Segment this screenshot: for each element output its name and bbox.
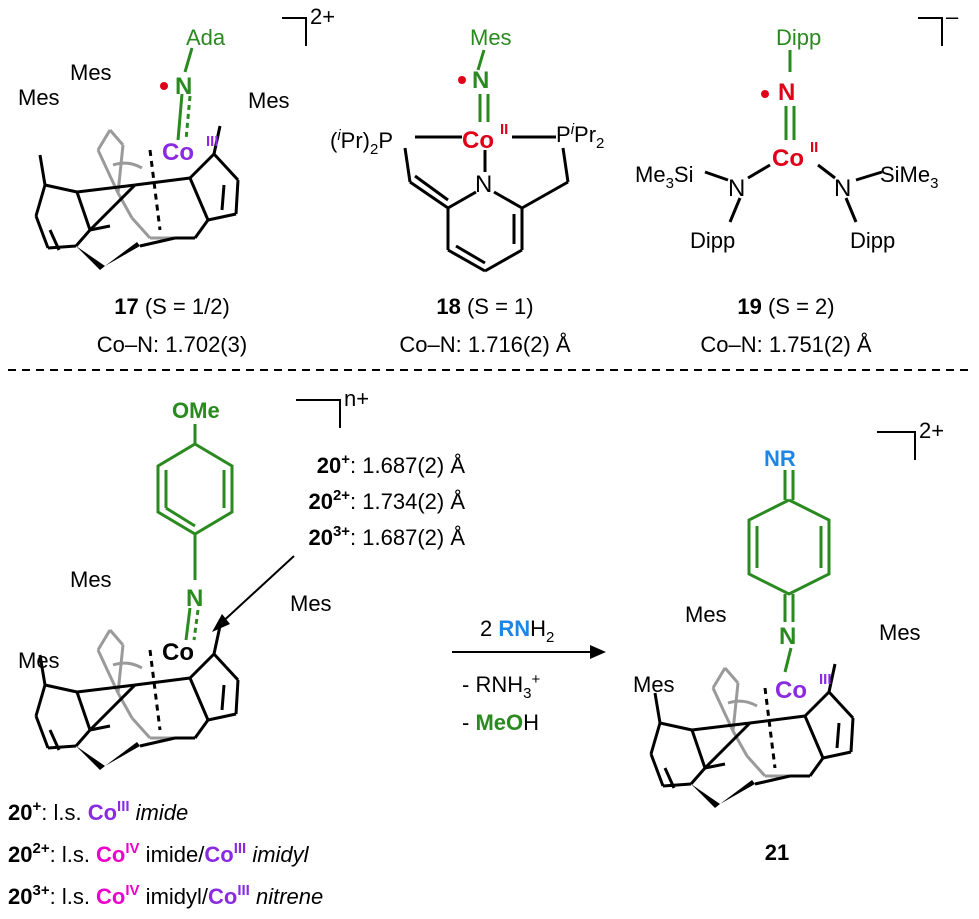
compound-19: Dipp N Co II N N Me3Si SiMe3 Dipp Dipp –… [635, 4, 959, 357]
arrow-head [590, 645, 606, 659]
amide-nitrogen: N [728, 175, 745, 202]
dipp-label: Dipp [690, 228, 735, 253]
charge-label: – [946, 4, 959, 29]
phosphine-left: (iPr)2P [330, 127, 393, 158]
charge-label: n+ [344, 386, 369, 411]
nr-label: NR [764, 446, 796, 471]
oxidation-state: III [819, 671, 832, 688]
trimethylsilyl-right: SiMe3 [880, 162, 938, 192]
bond-length-20a: 20+: 1.687(2) Å [317, 451, 466, 478]
cobalt-center: Co [462, 127, 494, 154]
mes-label: Mes [290, 591, 332, 616]
compound-21: Mes Mes Mes Co III NR N 2+ 21 [633, 418, 944, 865]
bond-length-20b: 202+: 1.734(2) Å [308, 487, 465, 514]
bond-length: Co–N: 1.702(3) [97, 332, 247, 357]
mes-label: Mes [879, 620, 921, 645]
trimethylsilyl-left: Me3Si [635, 162, 693, 192]
dipp-label: Dipp [850, 228, 895, 253]
charge-label: 2+ [310, 4, 335, 29]
mes-label: Mes [633, 672, 675, 697]
imine-nitrogen: N [779, 623, 796, 650]
radical-dot [160, 82, 168, 90]
charge-label: 2+ [919, 418, 944, 443]
compound-label: 17 (S = 1/2) [114, 294, 230, 319]
compound-label: 19 (S = 2) [737, 294, 834, 319]
cobalt-center: Co [775, 677, 807, 704]
mes-label: Mes [685, 602, 727, 627]
bond-length-20c: 203+: 1.687(2) Å [308, 523, 465, 550]
cobalt-center: Co [162, 139, 194, 166]
imido-nitrogen: N [175, 73, 192, 100]
compound-label: 18 (S = 1) [436, 294, 533, 319]
compound-20: Mes Mes Mes Co OMe N n+ 20+: 1.687(2) Å … [18, 386, 466, 772]
mes-label: Mes [470, 25, 512, 50]
mes-label: Mes [70, 567, 112, 592]
compound-17: Mes Mes Mes Co III N Ada 2+ 17 (S = 1/2)… [18, 4, 335, 357]
compound-label: 21 [765, 840, 789, 865]
byproduct-methanol: - MeOH [462, 710, 539, 735]
radical-dot [761, 90, 769, 98]
desc-20-2plus: 202+: l.s. CoIV imide/CoIII imidyl [8, 840, 310, 867]
mes-label: Mes [70, 60, 112, 85]
methoxy-label: OMe [172, 398, 220, 423]
reagent-label: 2 RNH2 [480, 616, 554, 646]
amide-nitrogen: N [834, 175, 851, 202]
mes-label: Mes [18, 648, 60, 673]
imido-nitrogen: N [778, 79, 795, 106]
oxidation-state: II [500, 121, 508, 138]
radical-dot [458, 76, 466, 84]
desc-20-3plus: 203+: l.s. CoIV imidyl/CoIII nitrene [8, 882, 323, 909]
phosphine-right: PiPr2 [556, 121, 604, 152]
oxidation-state: III [206, 133, 219, 150]
desc-20-plus: 20+: l.s. CoIII imide [8, 798, 188, 825]
mes-label: Mes [18, 85, 60, 110]
compound-18: Mes N Co II (iPr)2P PiPr2 [330, 25, 604, 357]
reaction-arrow: 2 RNH2 - RNH3+ - MeOH [452, 616, 606, 735]
bond-length: Co–N: 1.751(2) Å [700, 332, 872, 357]
bond-length: Co–N: 1.716(2) Å [399, 332, 571, 357]
byproduct-ammonium: - RNH3+ [462, 671, 540, 702]
imido-nitrogen: N [186, 585, 203, 612]
imido-nitrogen: N [472, 67, 489, 94]
cobalt-center: Co [772, 145, 804, 172]
mes-label: Mes [248, 88, 290, 113]
pyridine-nitrogen: N [475, 171, 492, 198]
oxidation-state: II [810, 139, 818, 156]
dipp-label: Dipp [776, 25, 821, 50]
cobalt-center: Co [162, 639, 194, 666]
ada-label: Ada [186, 25, 226, 50]
